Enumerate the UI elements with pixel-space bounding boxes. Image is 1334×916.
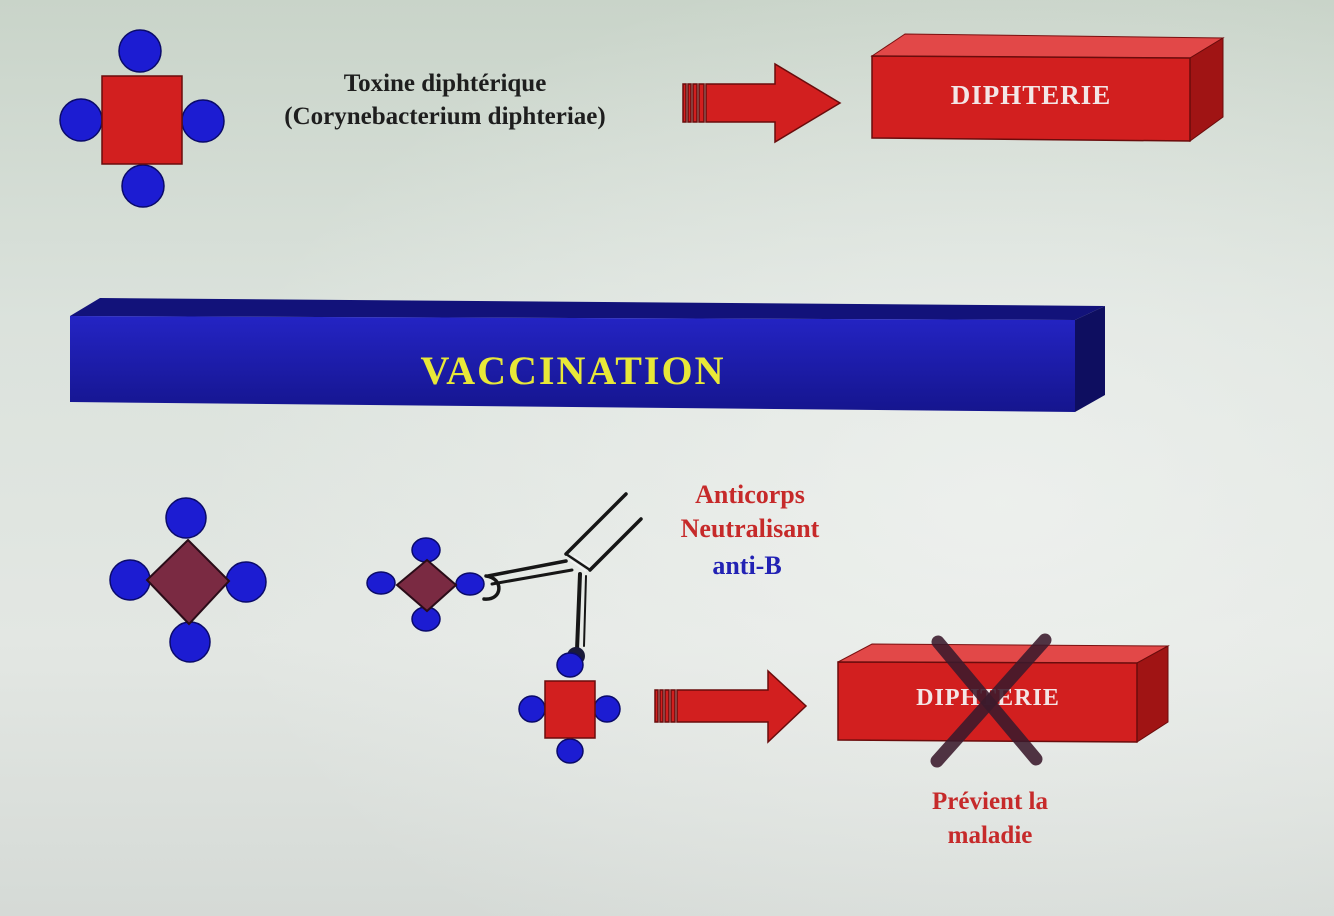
binding-site-bottom xyxy=(556,738,584,764)
binding-site-left xyxy=(366,571,396,595)
arrow-tail-stripe xyxy=(670,689,676,723)
arrow-tail-stripe xyxy=(692,83,698,123)
antibody-stem xyxy=(583,575,587,647)
antibody-stem xyxy=(575,572,582,652)
antibody-upper-arm xyxy=(588,517,643,572)
binding-site-left xyxy=(59,98,103,142)
antibody-label: Anticorps Neutralisant anti-B xyxy=(681,480,820,580)
arrow-body xyxy=(676,669,808,744)
toxoid-core xyxy=(395,558,458,613)
cross-out-icon xyxy=(930,633,1052,768)
disease-box-top-face xyxy=(837,643,1170,664)
toxin-core xyxy=(101,75,183,165)
arrow-tail-stripe xyxy=(687,83,692,123)
binding-site-right xyxy=(225,561,267,603)
banner-side-face xyxy=(1075,306,1105,412)
arrow-tail-stripe xyxy=(664,689,670,723)
toxin-core xyxy=(544,680,596,739)
arrow-tail-stripe xyxy=(682,83,687,123)
toxin-molecule xyxy=(59,29,225,208)
binding-site-bottom xyxy=(121,164,165,208)
neutralized-to-disease-arrow xyxy=(654,669,808,744)
binding-site-top xyxy=(411,537,441,563)
toxin-label-line2: (Corynebacterium diphteriae) xyxy=(284,103,605,130)
antibody-upper-arm xyxy=(564,492,628,556)
disease-box-top: DIPHTERIE xyxy=(870,33,1225,142)
banner-label: VACCINATION xyxy=(420,348,725,393)
binding-site-top xyxy=(556,652,584,678)
binding-site-left xyxy=(109,559,151,601)
cross-out-stroke xyxy=(930,633,1052,768)
neutralized-toxin-molecule xyxy=(518,652,621,764)
disease-box-top-face xyxy=(870,33,1225,59)
outcome-label-line1: Prévient la xyxy=(932,788,1048,815)
toxin-label: Toxine diphtérique (Corynebacterium diph… xyxy=(284,70,605,130)
outcome-label: Prévient la maladie xyxy=(932,788,1048,849)
binding-site-left xyxy=(518,695,546,723)
antibody-label-line3: anti-B xyxy=(712,551,781,580)
antibody-label-line2: Neutralisant xyxy=(681,514,820,543)
binding-site-right xyxy=(181,99,225,143)
arrow-body xyxy=(705,62,842,144)
bound-toxoid-molecule xyxy=(366,537,485,632)
toxoid-core xyxy=(145,538,231,626)
banner-front-face xyxy=(70,316,1075,412)
vaccination-banner: VACCINATION xyxy=(70,298,1105,412)
binding-site-top xyxy=(118,29,162,73)
binding-site-right xyxy=(593,695,621,723)
banner-top-face xyxy=(70,298,1105,320)
toxin-label-line1: Toxine diphtérique xyxy=(344,70,547,97)
outcome-label-line2: maladie xyxy=(948,822,1033,849)
disease-box-label: DIPHTERIE xyxy=(951,80,1112,110)
antibody-label-line1: Anticorps xyxy=(695,480,805,509)
arrow-tail-stripe xyxy=(659,689,664,723)
disease-box-front-face xyxy=(871,55,1191,142)
disease-box-bottom: DIPHTERIE xyxy=(837,633,1170,768)
binding-site-bottom xyxy=(169,621,211,663)
antibody-hinge xyxy=(564,552,592,572)
binding-site-top xyxy=(165,497,207,539)
antibody-left-arm xyxy=(486,559,568,578)
toxoid-molecule xyxy=(109,497,267,663)
antibody-hinge-highlight xyxy=(569,555,591,572)
antibody-left-arm xyxy=(490,568,574,586)
arrow-tail-stripe xyxy=(654,689,659,723)
arrow-tail-stripe xyxy=(698,83,705,123)
toxin-to-disease-arrow xyxy=(682,62,842,144)
binding-site-right xyxy=(455,572,485,596)
